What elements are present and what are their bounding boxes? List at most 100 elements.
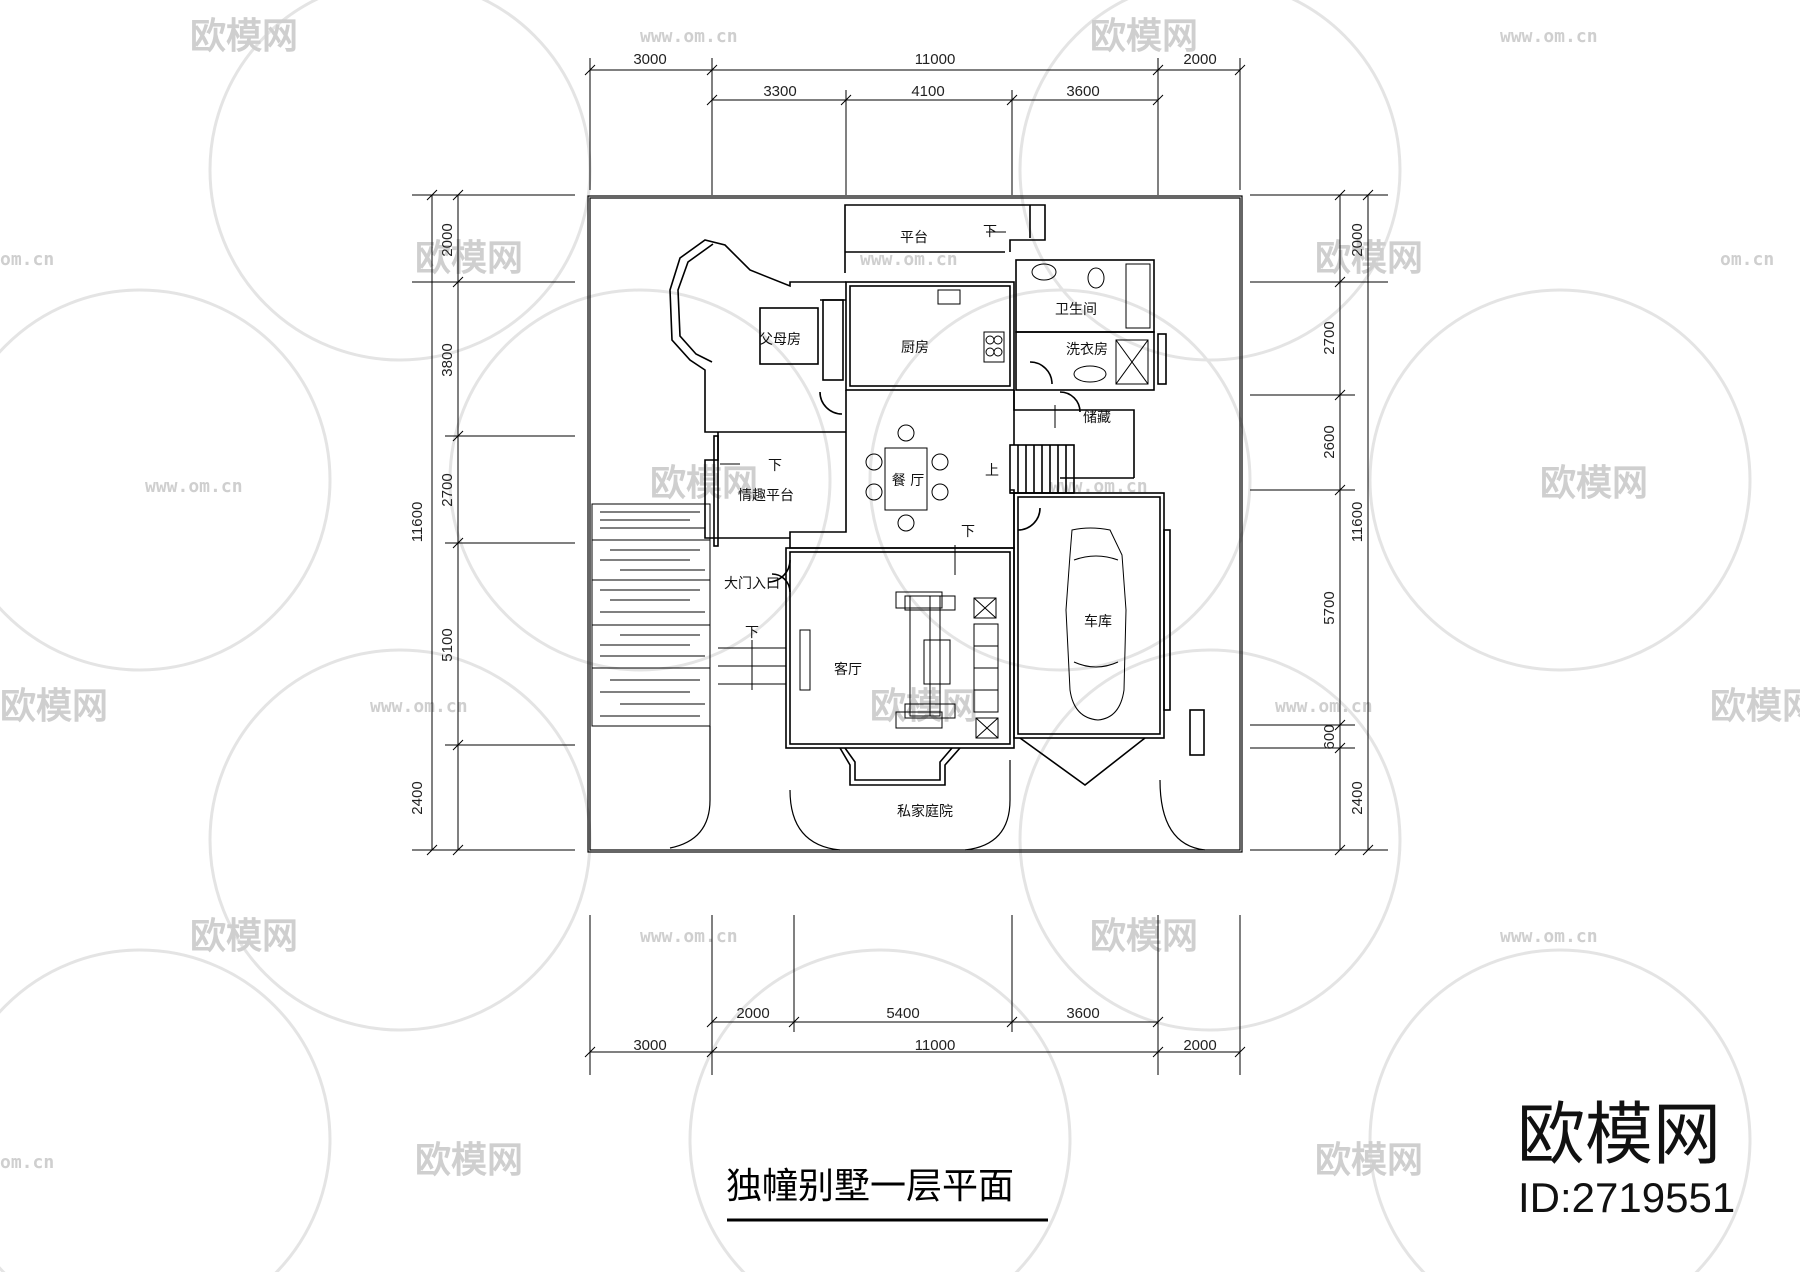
watermark: 欧模网 xyxy=(415,1140,523,1181)
dim-top-detail-3: 3600 xyxy=(1066,83,1099,100)
watermark-url: www.om.cn xyxy=(145,476,243,497)
watermark: 欧模网 xyxy=(1090,916,1198,957)
dim-top-overall-3: 2000 xyxy=(1183,51,1216,68)
bathtub xyxy=(1125,263,1151,329)
dining-chair xyxy=(897,514,915,532)
dim-left-detail-2: 3800 xyxy=(439,343,456,376)
up-arrow-label: 上 xyxy=(985,463,999,479)
room-label-laundry: 洗衣房 xyxy=(1066,342,1108,358)
room-label-garage: 车库 xyxy=(1084,613,1112,630)
watermark: 欧模网 xyxy=(1710,686,1800,727)
watermark-url: om.cn xyxy=(0,249,54,270)
room-label-bathroom: 卫生间 xyxy=(1055,302,1097,318)
dim-right-detail-1: 2000 xyxy=(1349,223,1366,256)
walls xyxy=(669,204,1205,787)
watermark: 欧模网 xyxy=(870,686,978,727)
dim-bottom-detail-2: 5400 xyxy=(886,1005,919,1022)
dim-right-detail-3: 2600 xyxy=(1321,425,1338,458)
dining-table xyxy=(884,447,928,511)
watermark: 欧模网 xyxy=(190,16,298,57)
watermark: 欧模网 xyxy=(190,916,298,957)
dim-left-detail-1: 2000 xyxy=(439,223,456,256)
sofa xyxy=(904,703,956,719)
dim-left-detail-4: 5100 xyxy=(439,628,456,661)
watermark-layer xyxy=(0,0,1752,1272)
dim-right-detail-2: 2700 xyxy=(1321,321,1338,354)
sofa xyxy=(904,595,956,611)
brand-logo: 欧模网 ID:2719551 xyxy=(1517,1096,1735,1221)
room-label-garden: 私家庭院 xyxy=(897,803,953,820)
washbasin xyxy=(1031,263,1057,281)
watermark: 欧模网 xyxy=(1315,238,1423,279)
car xyxy=(1065,527,1127,721)
dim-top-overall-1: 3000 xyxy=(633,51,666,68)
watermark: 欧模网 xyxy=(1315,1140,1423,1181)
watermark: 欧模网 xyxy=(1540,463,1648,504)
drawing-title-block: 独幢别墅一层平面 xyxy=(726,1166,1048,1222)
room-label-leisure-terrace: 情趣平台 xyxy=(738,488,794,504)
dining-chair xyxy=(931,453,949,471)
washing-machine xyxy=(1073,365,1107,383)
room-label-kitchen: 厨房 xyxy=(901,340,929,356)
dimension-lines xyxy=(412,58,1388,1075)
armchair xyxy=(895,591,943,609)
dim-top-detail-1: 3300 xyxy=(763,83,796,100)
dim-left-detail-3: 2700 xyxy=(439,473,456,506)
cooktop xyxy=(983,331,1005,363)
dining-chair xyxy=(897,424,915,442)
toilet xyxy=(1087,267,1105,289)
room-label-parents: 父母房 xyxy=(759,332,801,348)
dim-right-overall: 11600 xyxy=(1349,502,1366,543)
watermark-url: www.om.cn xyxy=(1500,926,1598,947)
watermark-url: www.om.cn xyxy=(370,696,468,717)
watermark-url: www.om.cn xyxy=(640,926,738,947)
brand-id-text: ID:2719551 xyxy=(1518,1174,1735,1221)
dimension-labels: 3000 11000 2000 3300 4100 3600 2000 5400… xyxy=(409,51,1366,1054)
side-table xyxy=(973,597,997,619)
room-label-living: 客厅 xyxy=(834,661,862,678)
dining-chair xyxy=(865,483,883,501)
dim-left-overall: 11600 xyxy=(409,502,426,543)
room-label-entrance: 大门入口 xyxy=(724,576,780,592)
watermark-url: om.cn xyxy=(1720,249,1774,270)
watermark-url: www.om.cn xyxy=(860,249,958,270)
coffee-table xyxy=(923,639,951,685)
watermark: 欧模网 xyxy=(0,686,108,727)
drawing-title: 独幢别墅一层平面 xyxy=(726,1166,1014,1207)
watermark-text-layer: 欧模网 欧模网 www.om.cn www.om.cn 欧模网 欧模网 om.c… xyxy=(0,16,1800,1181)
room-label-terrace: 平台 xyxy=(900,230,928,246)
garden-paths xyxy=(669,726,1206,851)
dining-chair xyxy=(865,453,883,471)
down-arrow-label: 下 xyxy=(768,458,782,474)
room-labels: 平台 下 卫生间 洗衣房 父母房 厨房 储藏 餐 厅 上 下 情趣平台 下 大门… xyxy=(724,224,1112,820)
down-arrow-label: 下 xyxy=(745,625,759,641)
dim-left-detail-5: 2400 xyxy=(409,781,426,814)
dim-bottom-overall-3: 2000 xyxy=(1183,1037,1216,1054)
side-table xyxy=(975,717,999,739)
room-label-dining: 餐 厅 xyxy=(892,473,924,489)
tv-cabinet xyxy=(799,629,811,691)
dim-bottom-detail-3: 3600 xyxy=(1066,1005,1099,1022)
dim-right-detail-5: 600 xyxy=(1321,724,1338,749)
kitchen-sink xyxy=(937,289,961,305)
dim-bottom-detail-1: 2000 xyxy=(736,1005,769,1022)
watermark: 欧模网 xyxy=(1090,16,1198,57)
down-arrow-label: 下 xyxy=(961,524,975,540)
dim-top-detail-2: 4100 xyxy=(911,83,944,100)
watermark-url: www.om.cn xyxy=(640,26,738,47)
furniture xyxy=(799,263,1151,739)
watermark-url: www.om.cn xyxy=(1275,696,1373,717)
room-label-storage: 储藏 xyxy=(1083,410,1111,426)
down-arrow-label: 下 xyxy=(983,224,997,240)
dim-top-overall-2: 11000 xyxy=(915,51,956,68)
dim-bottom-overall-2: 11000 xyxy=(915,1037,956,1054)
dining-chair xyxy=(931,483,949,501)
dim-right-detail-6: 2400 xyxy=(1349,781,1366,814)
watermark-url: www.om.cn xyxy=(1500,26,1598,47)
dim-right-detail-4: 5700 xyxy=(1321,591,1338,624)
stair-arrows xyxy=(720,231,1056,690)
watermark-url: om.cn xyxy=(0,1152,54,1173)
dim-bottom-overall-1: 3000 xyxy=(633,1037,666,1054)
brand-logo-text: 欧模网 xyxy=(1517,1096,1721,1175)
entry-deck xyxy=(591,503,786,727)
